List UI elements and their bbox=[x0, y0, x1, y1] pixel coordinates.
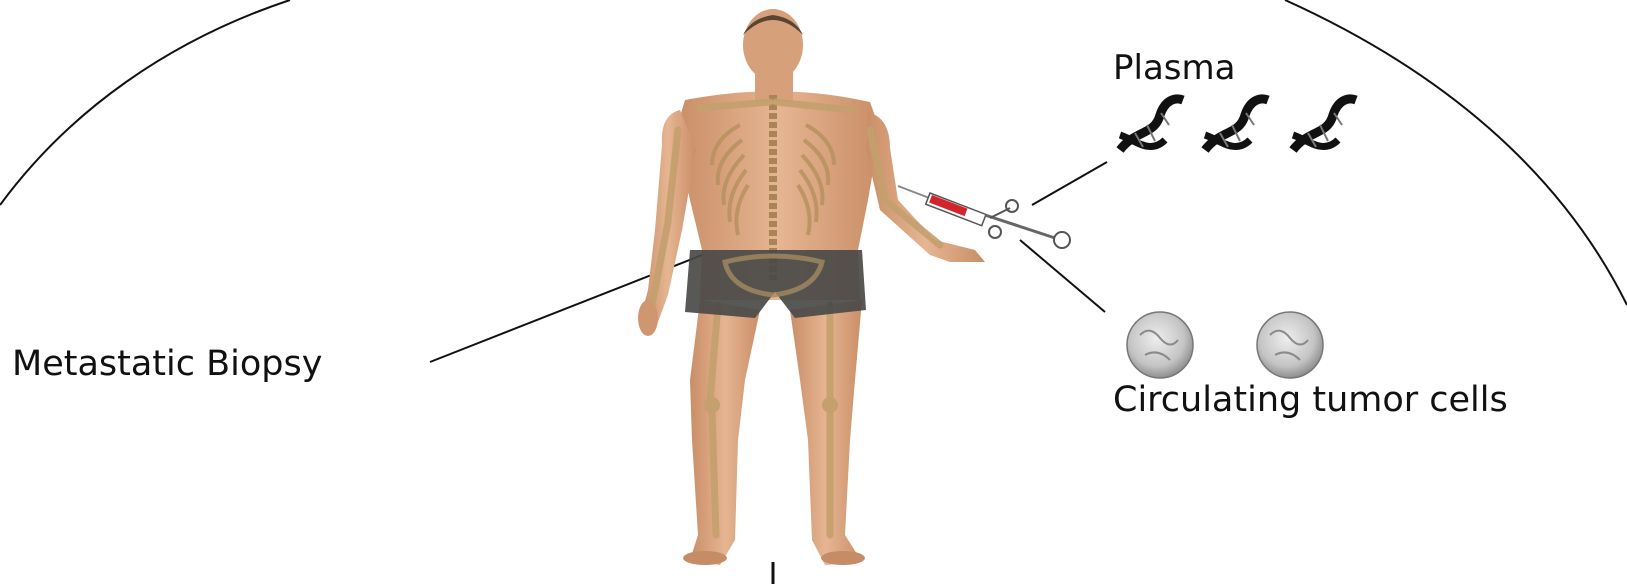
metastatic-biopsy-label: Metastatic Biopsy bbox=[12, 344, 322, 384]
ctc-leader-line bbox=[1020, 240, 1105, 312]
tumor-cell-icon-2 bbox=[1257, 312, 1323, 378]
dna-icon-2 bbox=[1205, 99, 1268, 150]
plasma-leader-line bbox=[1032, 162, 1107, 205]
dna-icon-1 bbox=[1120, 99, 1183, 150]
plasma-label: Plasma bbox=[1113, 48, 1235, 88]
circulating-tumor-cells-label: Circulating tumor cells bbox=[1113, 380, 1508, 420]
biopsy-leader-line bbox=[430, 248, 720, 362]
shorts bbox=[685, 250, 866, 318]
dna-icon-3 bbox=[1293, 99, 1356, 150]
tumor-cell-icon-1 bbox=[1127, 312, 1193, 378]
human-figure bbox=[638, 9, 985, 565]
